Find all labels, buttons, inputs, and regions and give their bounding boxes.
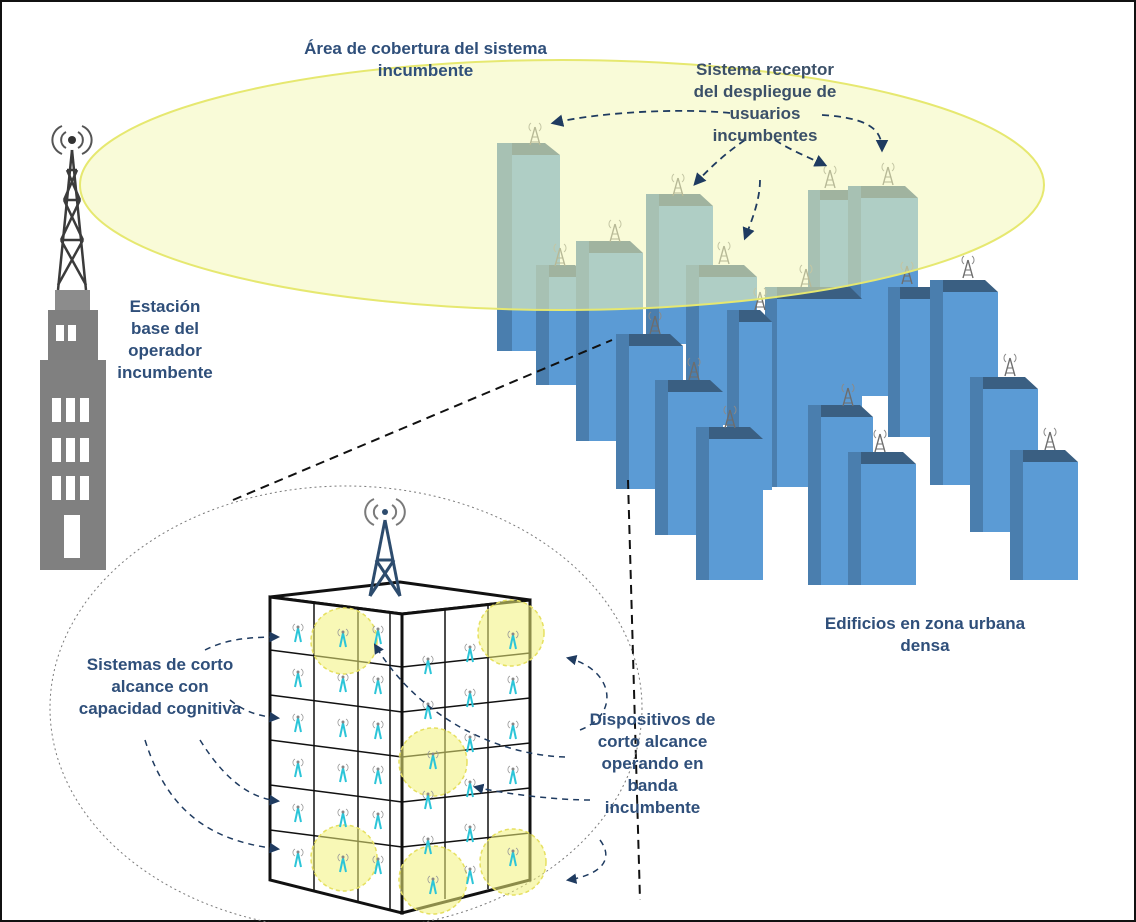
- cognitive-short-range-label: Sistemas de corto alcance con capacidad …: [78, 655, 242, 718]
- base-station: [40, 125, 106, 570]
- short-range-devices-label: Dispositivos de corto alcance operando e…: [589, 710, 716, 817]
- building: [1010, 450, 1078, 580]
- base-station-label: Estación base del operador incumbente: [117, 297, 213, 382]
- zoom-region-circle: [49, 485, 643, 922]
- tower-icon: [368, 519, 402, 597]
- building: [696, 427, 763, 580]
- zoomed-building: [268, 498, 547, 915]
- building: [848, 452, 916, 585]
- dense-urban-buildings-label: Edificios en zona urbana densa: [824, 614, 1026, 655]
- coverage-area-ellipse: [79, 59, 1045, 311]
- tower-icon: [56, 149, 88, 291]
- coverage-area-label: Área de cobertura del sistema incumbente: [304, 39, 547, 80]
- receiver-system-label: Sistema receptor del despliegue de usuar…: [693, 60, 837, 145]
